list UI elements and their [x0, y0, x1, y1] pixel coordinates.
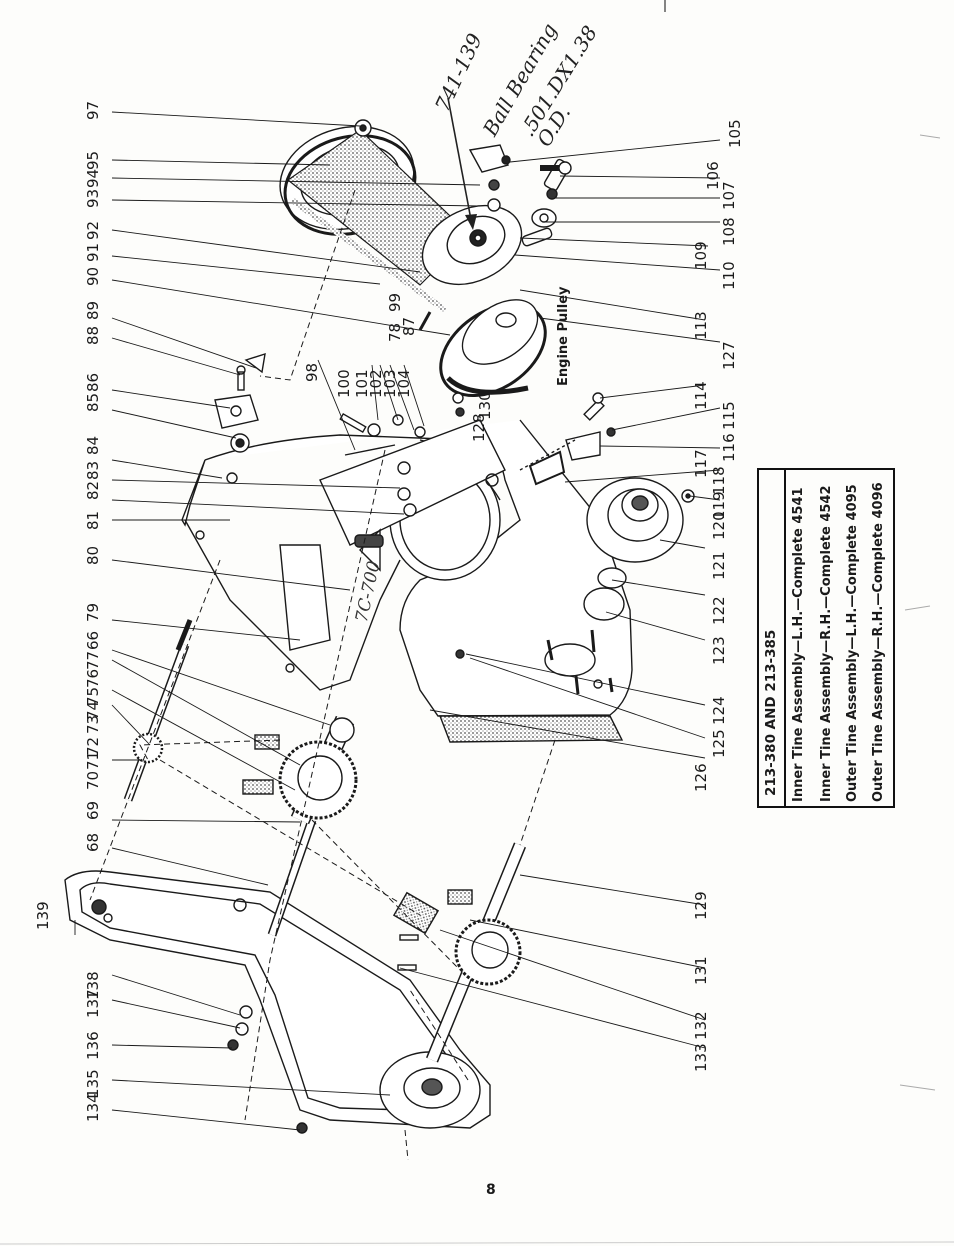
callout-97: 97	[84, 100, 102, 120]
callout-121: 121	[710, 551, 728, 580]
callout-120: 120	[710, 511, 728, 540]
callout-116: 116	[720, 433, 738, 462]
callout-84: 84	[84, 435, 102, 455]
callout-106: 106	[704, 161, 722, 190]
callout-108: 108	[720, 217, 738, 246]
callout-124: 124	[710, 696, 728, 725]
callout-92: 92	[84, 220, 102, 240]
right-hardware	[519, 392, 695, 695]
callout-81: 81	[84, 510, 102, 530]
callout-94: 94	[84, 168, 102, 188]
callout-68: 68	[84, 832, 102, 852]
callout-71: 71	[84, 750, 102, 770]
callout-105: 105	[726, 119, 744, 148]
table-divider	[784, 470, 786, 806]
callout-126: 126	[692, 763, 710, 792]
callout-136: 136	[84, 1031, 102, 1060]
callout-122: 122	[710, 596, 728, 625]
parts-table: 213-380 AND 213-385 Inner Tine Assembly—…	[757, 468, 895, 808]
bracket-parts	[214, 352, 426, 572]
callout-137: 137	[84, 989, 102, 1018]
callout-127: 127	[720, 341, 738, 370]
handwritten-arrow	[447, 97, 473, 226]
callout-73: 73	[84, 714, 102, 734]
engine-pulley-label: Engine Pulley	[556, 286, 571, 386]
callout-100: 100	[335, 369, 353, 398]
callout-80: 80	[84, 545, 102, 565]
table-row: Inner Tine Assembly—R.H.—Complete 4542	[819, 485, 834, 802]
callout-69: 69	[84, 800, 102, 820]
table-row: Outer Tine Assembly—L.H.—Complete 4095	[845, 484, 860, 802]
callout-107: 107	[720, 181, 738, 210]
callout-109: 109	[692, 241, 710, 270]
parts-table-title: 213-380 AND 213-385	[763, 629, 779, 796]
callout-104: 104	[395, 369, 413, 398]
callout-117: 117	[692, 449, 710, 478]
callout-134: 134	[84, 1093, 102, 1122]
alignment-lines	[89, 189, 556, 1161]
callout-86: 86	[84, 372, 102, 392]
callout-98: 98	[303, 362, 321, 382]
callout-77: 77	[84, 650, 102, 670]
callout-99: 99	[386, 292, 404, 312]
callout-139: 139	[34, 901, 52, 930]
callout-87: 87	[400, 316, 418, 336]
upper-hardware	[354, 119, 571, 247]
callout-82: 82	[84, 480, 102, 500]
callout-115: 115	[720, 401, 738, 430]
engine-pulley	[439, 299, 547, 398]
callout-83: 83	[84, 460, 102, 480]
callout-90: 90	[84, 266, 102, 286]
callout-132: 132	[692, 1011, 710, 1040]
callout-95: 95	[84, 150, 102, 170]
callout-66: 66	[84, 630, 102, 650]
callout-113: 113	[692, 311, 710, 340]
callout-110: 110	[720, 261, 738, 290]
idler-pulley	[421, 204, 523, 286]
callout-123: 123	[710, 636, 728, 665]
callout-76: 76	[84, 668, 102, 688]
leader-lines	[74, 111, 721, 1131]
callout-93: 93	[84, 188, 102, 208]
callout-78: 78	[386, 322, 404, 342]
callout-89: 89	[84, 300, 102, 320]
callout-129: 129	[692, 891, 710, 920]
bolts	[175, 161, 572, 651]
callout-70: 70	[84, 770, 102, 790]
table-row: Inner Tine Assembly—L.H.—Complete 4541	[791, 487, 806, 802]
callout-88: 88	[84, 325, 102, 345]
callout-130: 130	[476, 391, 494, 420]
sprockets	[132, 717, 522, 986]
lower-frame	[64, 870, 491, 1134]
callout-85: 85	[84, 392, 102, 412]
page-number: 8	[486, 1182, 496, 1198]
callout-133: 133	[692, 1043, 710, 1072]
callout-125: 125	[710, 729, 728, 758]
upper-housing	[181, 419, 633, 743]
callout-91: 91	[84, 242, 102, 262]
callout-131: 131	[692, 956, 710, 985]
table-row: Outer Tine Assembly—R.H.—Complete 4096	[871, 482, 886, 802]
callout-79: 79	[84, 602, 102, 622]
callout-114: 114	[692, 381, 710, 410]
